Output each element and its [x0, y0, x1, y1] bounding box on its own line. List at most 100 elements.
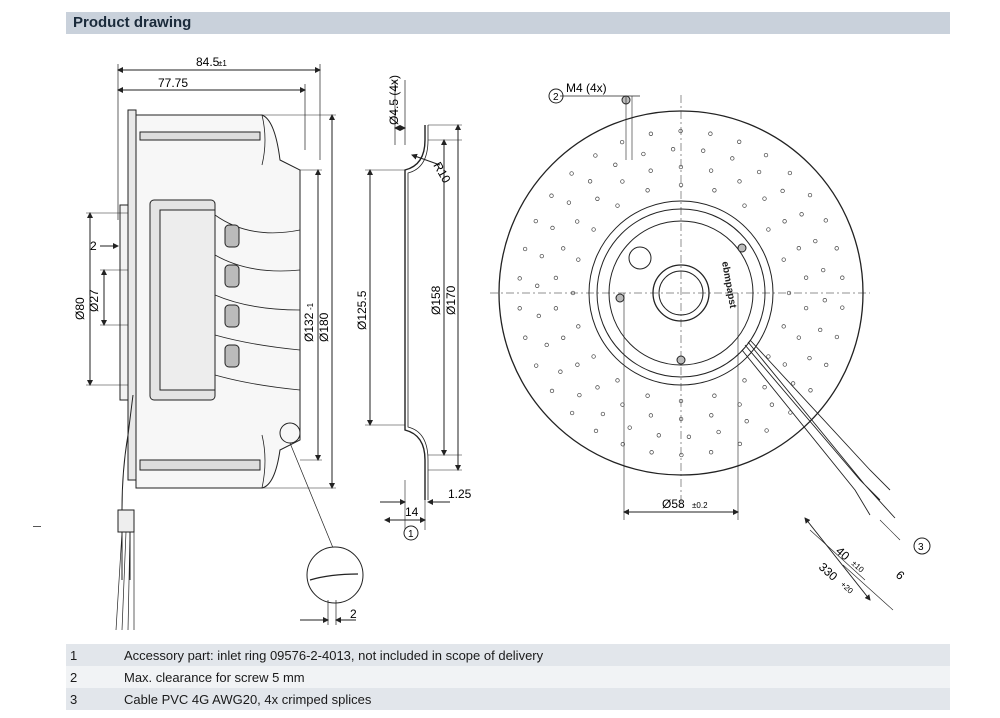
dim-158: Ø158 — [429, 285, 443, 315]
perforation-hole — [788, 410, 793, 415]
perforation-hole — [823, 218, 828, 223]
perforation-hole — [678, 128, 683, 134]
dim-40-tol: ±10 — [850, 559, 866, 575]
perforation-hole — [824, 362, 829, 368]
perforation-hole — [782, 219, 787, 224]
perforation-hole — [570, 290, 576, 296]
perforation-hole — [576, 257, 581, 262]
perforation-hole — [600, 411, 606, 417]
perforation-hole — [822, 298, 827, 303]
perforation-hole — [678, 398, 684, 404]
perforation-hole — [679, 452, 684, 458]
perforation-hole — [656, 433, 661, 438]
perforation-hole — [756, 169, 762, 175]
perforation-hole — [648, 131, 654, 136]
perforation-hole — [781, 324, 786, 329]
perforation-hole — [821, 267, 826, 273]
perforation-hole — [764, 428, 769, 433]
perforation-hole — [535, 283, 540, 288]
front-view — [490, 88, 931, 611]
dim-58-tol: ±0.2 — [692, 501, 708, 510]
perforation-hole — [641, 151, 646, 157]
perforation-hole — [615, 378, 620, 383]
perforation-hole — [645, 188, 650, 193]
dim-r10: R10 — [430, 160, 453, 186]
perforation-hole — [523, 335, 528, 340]
perforation-hole — [786, 290, 792, 296]
perforation-hole — [807, 192, 813, 198]
perforation-hole — [619, 139, 625, 145]
marker-2: 2 — [553, 92, 559, 103]
perforation-hole — [670, 147, 676, 152]
perforation-hole — [550, 225, 555, 231]
technical-drawing: 84.5 ±1 77.75 Ø80 Ø27 2 Ø132 -1 Ø180 2 Ø… — [73, 55, 931, 631]
perforation-hole — [796, 246, 801, 251]
dim-132: Ø132 — [302, 312, 316, 342]
dim-1-25: 1.25 — [448, 487, 472, 501]
perforation-hole — [803, 275, 809, 280]
notes-table: 1 Accessory part: inlet ring 09576-2-401… — [66, 644, 950, 710]
perforation-hole — [575, 219, 580, 224]
perforation-hole — [762, 196, 767, 201]
dim-2-detail: 2 — [350, 607, 357, 621]
dim-2-top: 2 — [90, 239, 97, 253]
side-view — [86, 64, 364, 631]
perforation-hole — [595, 196, 600, 201]
perforation-hole — [701, 148, 706, 153]
dim-84-5: 84.5 — [196, 55, 220, 69]
perforation-hole — [799, 212, 804, 217]
dim-84-5-tol: ±1 — [218, 59, 227, 68]
dim-80: Ø80 — [73, 297, 87, 320]
perforation-hole — [549, 193, 554, 198]
perforation-hole — [678, 164, 684, 170]
perforation-hole — [544, 342, 549, 348]
dim-77-75: 77.75 — [158, 76, 188, 90]
dim-132-tol: -1 — [306, 302, 315, 310]
perforation-holes — [517, 128, 845, 458]
perforation-hole — [549, 388, 555, 394]
perforation-hole — [808, 388, 813, 393]
perforation-hole — [561, 246, 566, 251]
perforation-hole — [576, 324, 581, 329]
perforation-hole — [769, 402, 775, 407]
perforation-hole — [591, 354, 596, 359]
perforation-hole — [533, 218, 538, 224]
perforation-hole — [807, 355, 812, 361]
note-number: 3 — [70, 691, 78, 707]
perforation-hole — [648, 168, 653, 173]
perforation-hole — [787, 170, 793, 176]
perforation-hole — [627, 425, 632, 430]
perforation-hole — [569, 171, 574, 176]
perforation-hole — [566, 200, 572, 205]
perforation-hole — [517, 276, 522, 281]
perforation-hole — [730, 156, 735, 161]
perforation-hole — [708, 168, 714, 173]
perforation-hole — [649, 450, 654, 455]
note-row: 1 Accessory part: inlet ring 09576-2-401… — [66, 644, 950, 666]
dim-6: 6 — [893, 568, 908, 583]
perforation-hole — [648, 413, 654, 418]
dim-hole-4-5: Ø4.5 (4x) — [387, 75, 401, 125]
perforation-hole — [712, 188, 717, 193]
note-number: 1 — [70, 647, 78, 663]
perforation-hole — [553, 275, 559, 281]
perforation-hole — [781, 257, 786, 262]
edge-tick — [33, 526, 41, 527]
perforation-hole — [593, 428, 599, 434]
perforation-hole — [569, 410, 575, 416]
note-text: Cable PVC 4G AWG20, 4x crimped splices — [124, 691, 372, 707]
perforation-hole — [593, 153, 598, 158]
perforation-hole — [709, 413, 714, 418]
perforation-hole — [620, 442, 625, 447]
perforation-hole — [840, 275, 845, 280]
perforation-hole — [813, 238, 818, 244]
perforation-hole — [766, 354, 771, 359]
note-row: 2 Max. clearance for screw 5 mm — [66, 666, 950, 688]
perforation-hole — [577, 392, 582, 398]
note-row: 3 Cable PVC 4G AWG20, 4x crimped splices — [66, 688, 950, 710]
marker-3: 3 — [918, 542, 924, 553]
dim-330: 330 — [816, 560, 840, 584]
dim-27: Ø27 — [87, 289, 101, 312]
dim-330-tol: +20 — [839, 580, 856, 596]
dim-14: 14 — [405, 505, 419, 519]
